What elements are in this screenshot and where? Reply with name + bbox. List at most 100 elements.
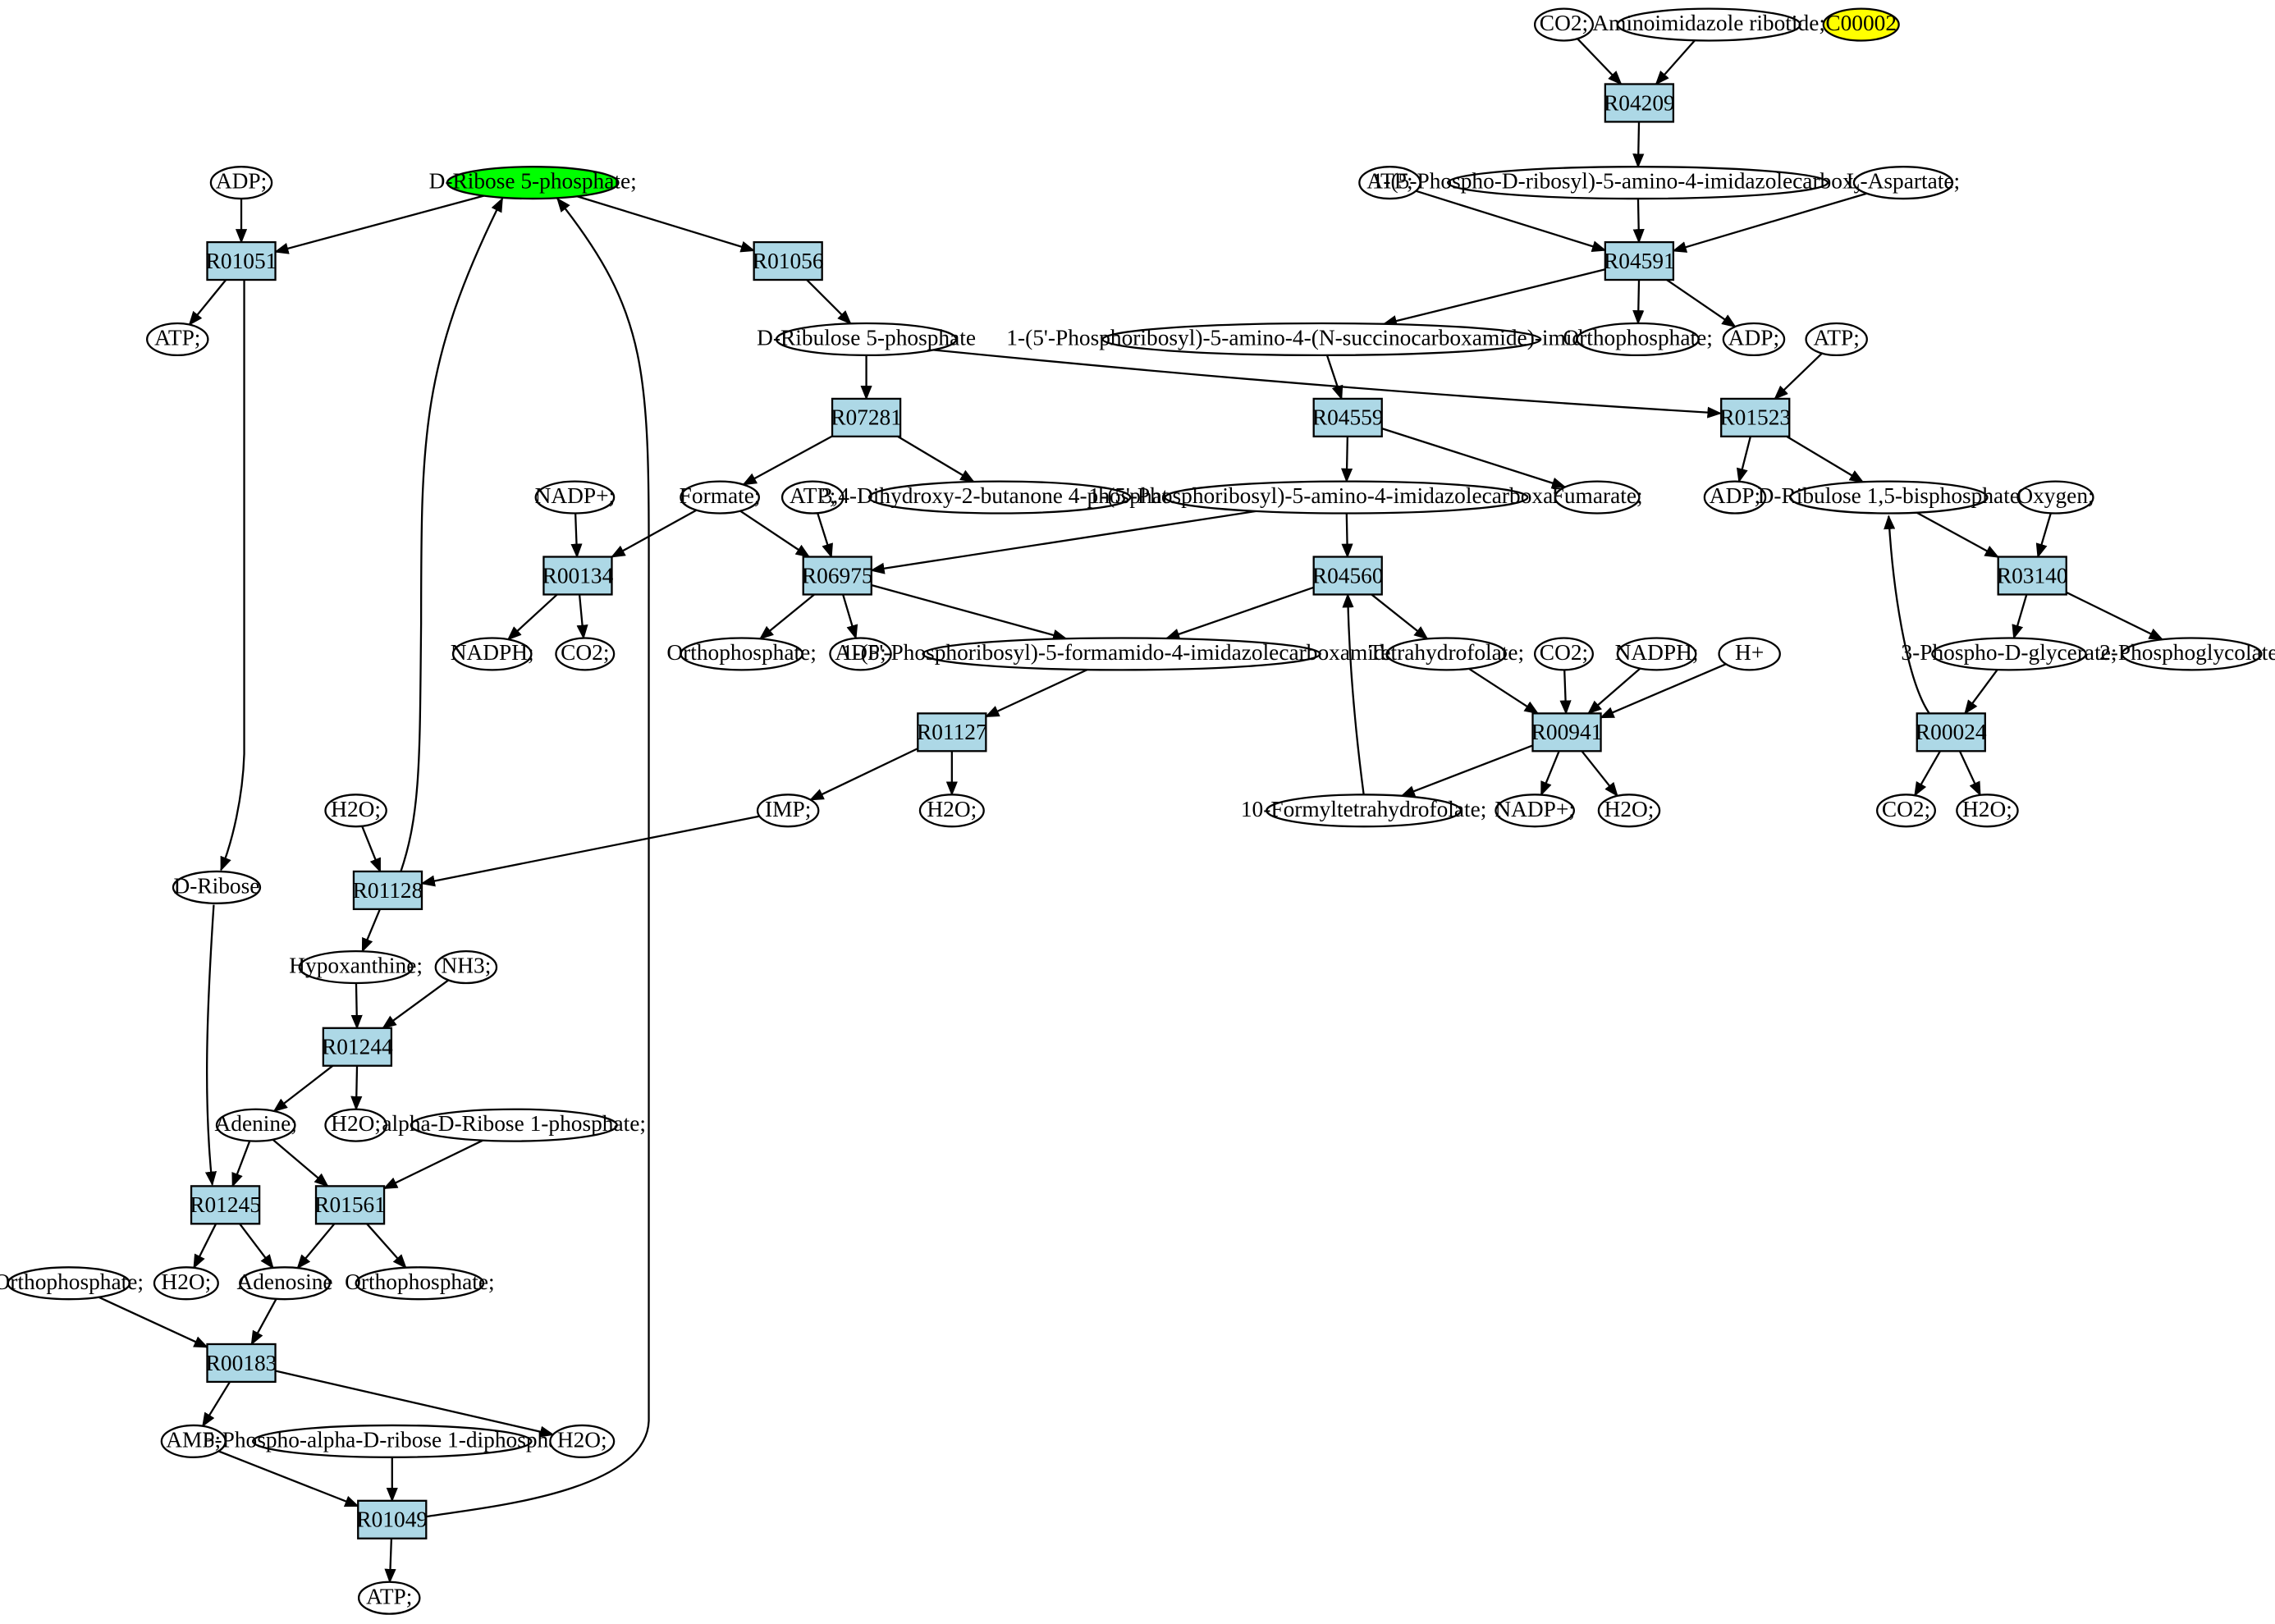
compound-ellipse (775, 322, 958, 357)
compound-node[interactable]: Formate; (680, 480, 761, 515)
compound-label: AMP; (166, 1427, 221, 1452)
compound-node[interactable]: ADP; (1722, 322, 1786, 357)
reaction-node[interactable]: R07281 (831, 397, 902, 438)
compound-label: 3-Phospho-D-glycerate; (1901, 640, 2117, 665)
compound-node[interactable]: D-Ribose (172, 870, 262, 904)
compound-node[interactable]: Orthophosphate; (0, 1266, 144, 1301)
compound-node[interactable]: D-Ribulose 5-phosphate (757, 322, 976, 357)
compound-node[interactable]: L-Aspartate; (1847, 166, 1960, 200)
compound-node[interactable]: 3,4-Dihydroxy-2-butanone 4-phosphate (822, 480, 1179, 515)
compound-node[interactable]: 3-Phospho-D-glycerate; (1901, 637, 2117, 671)
reaction-node[interactable]: R00941 (1531, 712, 1603, 753)
compound-node[interactable]: NADP+; (534, 480, 616, 515)
edge-R01244-to-h2o_1244 (350, 1065, 363, 1111)
compound-node[interactable]: H2O; (1956, 794, 2019, 828)
compound-node[interactable]: Hypoxanthine; (289, 949, 423, 985)
reaction-label: R01049 (356, 1507, 428, 1532)
compound-node[interactable]: C00002 (1822, 7, 1900, 42)
reaction-node[interactable]: R01049 (356, 1499, 428, 1539)
reaction-node[interactable]: R00024 (1916, 712, 1987, 753)
compound-node[interactable]: Oxygen; (2016, 480, 2094, 515)
compound-node[interactable]: NADPH; (451, 637, 534, 671)
compound-node[interactable]: 2-Phosphoglycolate; (2099, 637, 2275, 671)
compound-ellipse (1805, 322, 1868, 357)
edge-R00941-to-nadp_941 (1540, 750, 1560, 797)
compound-label: Orthophosphate; (0, 1269, 144, 1294)
compound-node[interactable]: H2O; (1597, 794, 1661, 828)
compound-ellipse (1703, 480, 1767, 515)
reaction-box (1916, 712, 1986, 753)
compound-node[interactable]: H2O; (324, 794, 387, 828)
compound-node[interactable]: H2O; (549, 1424, 616, 1458)
reaction-node[interactable]: R01128 (353, 870, 423, 911)
edge-aicar-to-R04560 (1341, 513, 1353, 559)
compound-node[interactable]: ATP; (780, 480, 845, 515)
compound-node[interactable]: ATP; (146, 322, 209, 357)
compound-node[interactable]: ATP; (1805, 322, 1868, 357)
compound-node[interactable]: Orthophosphate; (1563, 322, 1713, 357)
edge-R00183-to-amp (202, 1381, 231, 1428)
compound-node[interactable]: Orthophosphate; (345, 1266, 495, 1301)
compound-node[interactable]: CO2; (555, 637, 616, 671)
compound-ellipse (1876, 794, 1936, 828)
compound-node[interactable]: 1-(5'-Phosphoribosyl)-5-formamido-4-imid… (842, 637, 1402, 671)
compound-node[interactable]: AMP; (160, 1424, 227, 1458)
reaction-node[interactable]: R00134 (542, 556, 614, 596)
compound-node[interactable]: D-Ribulose 1,5-bisphosphate (1758, 480, 2020, 515)
compound-node[interactable]: 1-(5-Phospho-D-ribosyl)-5-amino-4-imidaz… (1372, 166, 1904, 200)
compound-node[interactable]: ADP; (829, 637, 892, 671)
compound-node[interactable]: H2O; (153, 1266, 219, 1301)
reaction-label: R01523 (1719, 405, 1791, 430)
reaction-label: R04591 (1604, 249, 1675, 273)
edge-adenine-to-R01561 (272, 1138, 329, 1187)
compound-node[interactable]: H+ (1718, 637, 1781, 671)
compound-ellipse (153, 1266, 219, 1301)
compound-ellipse (1554, 480, 1641, 515)
compound-node[interactable]: Adenine; (215, 1108, 297, 1142)
reaction-node[interactable]: R01245 (190, 1185, 261, 1225)
reaction-node[interactable]: R04560 (1312, 556, 1384, 596)
reaction-node[interactable]: R04209 (1604, 83, 1675, 123)
compound-node[interactable]: 5-Phospho-alpha-D-ribose 1-diphosphate; (204, 1424, 581, 1458)
reaction-node[interactable]: R01244 (322, 1027, 393, 1067)
reaction-node[interactable]: R01561 (314, 1185, 386, 1225)
compound-node[interactable]: 10-Formyltetrahydrofolate; (1241, 794, 1487, 828)
reaction-node[interactable]: R00183 (206, 1343, 277, 1384)
reaction-node[interactable]: R01051 (206, 240, 277, 281)
compound-ellipse (410, 1108, 618, 1142)
compound-node[interactable]: ATP; (357, 1581, 421, 1615)
compound-node[interactable]: 1-(5'-Phosphoribosyl)-5-amino-4-imidazol… (1088, 480, 1604, 515)
reaction-node[interactable]: R01127 (917, 712, 987, 753)
compound-node[interactable]: Fumarate; (1552, 480, 1643, 515)
compound-node[interactable]: Aminoimidazole ribotide; (1592, 7, 1825, 42)
compound-node[interactable]: CO2; (1533, 637, 1594, 671)
reaction-node[interactable]: R03140 (1997, 556, 2068, 596)
compound-node[interactable]: alpha-D-Ribose 1-phosphate; (382, 1108, 646, 1142)
compound-node[interactable]: CO2; (1533, 7, 1594, 42)
compound-node[interactable]: ATP; (1358, 166, 1421, 200)
compound-node[interactable]: H2O; (918, 794, 985, 828)
reaction-node[interactable]: R06975 (802, 556, 873, 596)
compound-node[interactable]: Tetrahydrofolate; (1369, 637, 1525, 671)
reaction-box (542, 556, 613, 596)
reaction-node[interactable]: R01056 (753, 240, 824, 281)
edge-R01051-to-atp_1051 (188, 279, 227, 326)
reaction-node[interactable]: R04559 (1312, 397, 1384, 438)
reaction-label: R04559 (1312, 405, 1384, 430)
compound-node[interactable]: ADP; (209, 166, 273, 200)
compound-node[interactable]: ADP; (1703, 480, 1767, 515)
compound-label: H2O; (1604, 797, 1655, 821)
compound-node[interactable]: D-Ribose 5-phosphate; (429, 166, 637, 200)
compound-node[interactable]: NADPH; (1615, 637, 1699, 671)
compound-node[interactable]: CO2; (1876, 794, 1936, 828)
compound-node[interactable]: Adenosine (236, 1266, 333, 1301)
reaction-node[interactable]: R04591 (1604, 240, 1675, 281)
compound-node[interactable]: NADP+; (1495, 794, 1576, 828)
compound-node[interactable]: H2O; (324, 1108, 387, 1142)
compound-node[interactable]: 1-(5'-Phosphoribosyl)-5-amino-4-(N-succi… (1006, 322, 1636, 357)
reaction-node[interactable]: R01523 (1719, 397, 1791, 438)
compound-node[interactable]: NH3; (434, 949, 498, 985)
compound-node[interactable]: IMP; (756, 794, 820, 828)
compound-label: ATP; (154, 326, 200, 350)
compound-node[interactable]: Orthophosphate; (666, 637, 817, 671)
